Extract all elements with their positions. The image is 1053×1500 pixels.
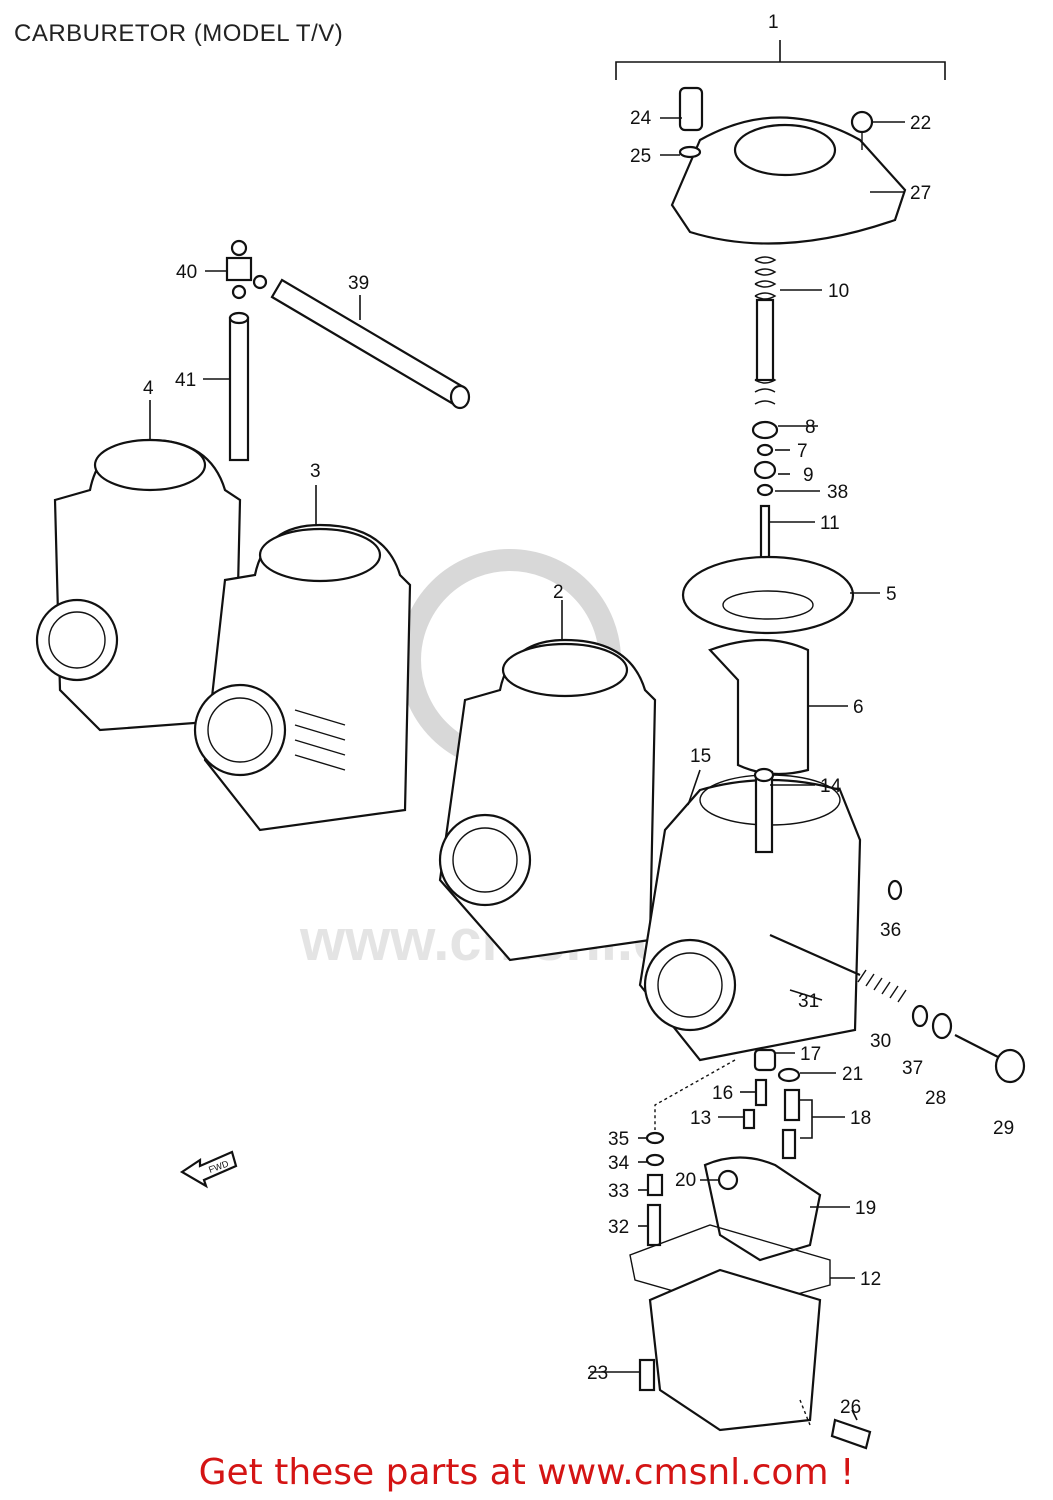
spring-needle-stack xyxy=(751,256,779,608)
callout-2: 2 xyxy=(553,582,564,603)
callout-5: 5 xyxy=(886,584,897,605)
fuel-hoses xyxy=(225,239,471,462)
jets-and-float-bowl xyxy=(629,1048,872,1450)
callout-3: 3 xyxy=(310,461,321,482)
carb-body-4 xyxy=(35,438,242,732)
callout-15: 15 xyxy=(690,746,711,767)
callout-34: 34 xyxy=(608,1153,630,1174)
callout-labels: 1 2 3 4 5 6 7 8 9 10 11 12 13 14 15 16 1… xyxy=(143,12,1014,1418)
callout-25: 25 xyxy=(630,146,651,167)
callout-24: 24 xyxy=(630,108,652,129)
callout-17: 17 xyxy=(800,1044,821,1065)
callout-22: 22 xyxy=(910,113,931,134)
pilot-screw-assembly xyxy=(769,879,1026,1084)
callout-10: 10 xyxy=(828,281,849,302)
callout-41: 41 xyxy=(175,370,196,391)
callout-39: 39 xyxy=(348,273,369,294)
callout-8: 8 xyxy=(805,417,816,438)
carb-top-cap xyxy=(670,86,907,245)
carb-body-2 xyxy=(438,638,657,962)
callout-21: 21 xyxy=(842,1064,863,1085)
callout-12: 12 xyxy=(860,1269,881,1290)
callout-20: 20 xyxy=(675,1170,696,1191)
diagram-title: CARBURETOR (MODEL T/V) xyxy=(14,20,344,47)
bracket-group-1 xyxy=(615,40,946,80)
callout-40: 40 xyxy=(176,262,197,283)
footer-link[interactable]: Get these parts at www.cmsnl.com ! xyxy=(198,1452,855,1493)
callout-1: 1 xyxy=(768,12,779,33)
callout-18: 18 xyxy=(850,1108,871,1129)
callout-7: 7 xyxy=(797,441,808,462)
callout-32: 32 xyxy=(608,1217,629,1238)
callout-31: 31 xyxy=(798,991,819,1012)
callout-37: 37 xyxy=(902,1058,923,1079)
callout-23: 23 xyxy=(587,1363,608,1384)
callout-38: 38 xyxy=(827,482,848,503)
callout-30: 30 xyxy=(870,1031,891,1052)
callout-14: 14 xyxy=(820,776,842,797)
callout-4: 4 xyxy=(143,378,154,399)
callout-35: 35 xyxy=(608,1129,629,1150)
diaphragm-piston xyxy=(681,555,855,776)
callout-36: 36 xyxy=(880,920,901,941)
callout-11: 11 xyxy=(820,513,840,534)
callout-13: 13 xyxy=(690,1108,711,1129)
fwd-arrow-icon: FWD xyxy=(179,1150,238,1189)
carb-body-3 xyxy=(193,523,412,832)
callout-16: 16 xyxy=(712,1083,733,1104)
callout-28: 28 xyxy=(925,1088,946,1109)
callout-19: 19 xyxy=(855,1198,876,1219)
callout-6: 6 xyxy=(853,697,864,718)
callout-leaders xyxy=(149,117,905,1421)
callout-9: 9 xyxy=(803,465,814,486)
callout-33: 33 xyxy=(608,1181,629,1202)
callout-29: 29 xyxy=(993,1118,1014,1139)
carb-body-1 xyxy=(638,767,862,1062)
callout-26: 26 xyxy=(840,1397,861,1418)
callout-27: 27 xyxy=(910,183,931,204)
